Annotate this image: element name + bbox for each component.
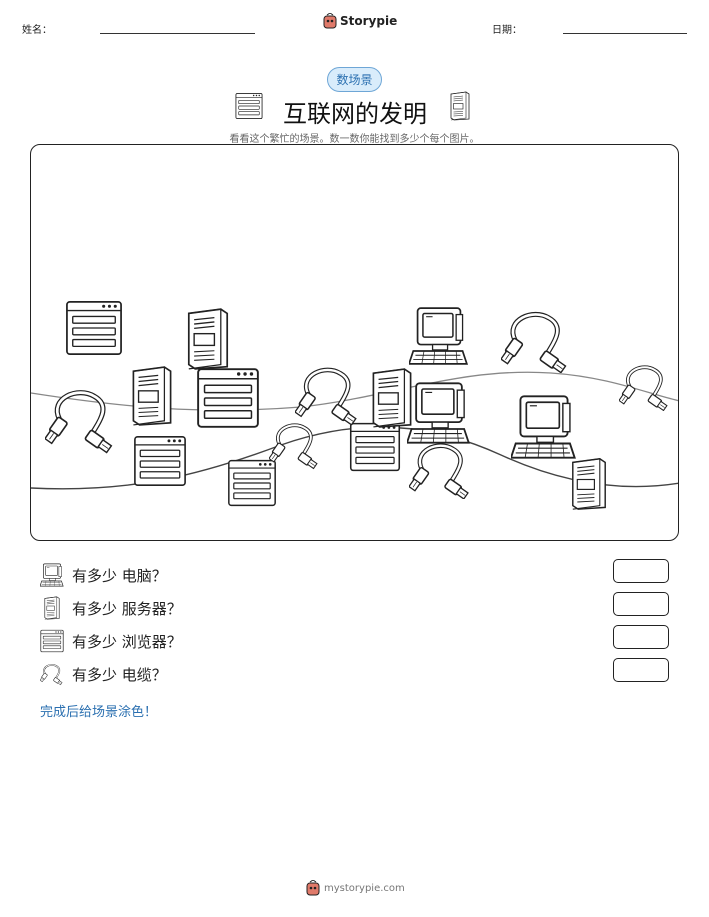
server-icon <box>571 457 607 511</box>
computer-icon <box>511 395 576 459</box>
browser-icon <box>134 435 186 487</box>
computer-icon <box>407 382 470 444</box>
logo-text: Storypie <box>340 14 398 28</box>
answer-box-cables[interactable] <box>613 658 669 682</box>
question-row: 有多少 电脑？ <box>40 562 167 588</box>
server-icon <box>450 91 470 121</box>
cable-icon <box>408 446 469 500</box>
cable-icon <box>44 393 113 454</box>
answer-box-servers[interactable] <box>613 592 669 616</box>
browser-icon <box>40 629 64 653</box>
browser-icon <box>228 459 276 507</box>
date-label: 日期： <box>492 25 522 36</box>
server-icon <box>372 368 412 428</box>
pie-mascot-icon <box>323 13 337 29</box>
answer-box-computers[interactable] <box>613 559 669 583</box>
question-text: 有多少 电缆？ <box>72 665 167 684</box>
computer-icon <box>40 563 64 587</box>
cable-icon <box>619 365 670 411</box>
color-instruction: 完成后给场景涂色！ <box>40 705 158 720</box>
question-row: 有多少 浏览器？ <box>40 628 182 654</box>
question-row: 有多少 服务器？ <box>40 595 182 621</box>
page-subtitle: 看看这个繁忙的场景。数一数你能找到多少个每个图片。 <box>229 134 480 145</box>
footer-url[interactable]: mystorypie.com <box>324 882 405 894</box>
browser-icon <box>66 300 122 356</box>
question-text: 有多少 服务器？ <box>72 599 182 618</box>
name-line[interactable] <box>100 33 255 34</box>
category-badge: 数场景 <box>327 67 382 92</box>
question-text: 有多少 电脑？ <box>72 566 167 585</box>
footer: mystorypie.com <box>306 880 405 896</box>
counting-scene <box>30 144 679 541</box>
computer-icon <box>409 307 468 365</box>
cable-icon <box>294 370 357 426</box>
answer-box-browsers[interactable] <box>613 625 669 649</box>
browser-icon <box>235 92 263 120</box>
page-title: 互联网的发明 <box>283 100 427 128</box>
server-icon <box>187 308 229 370</box>
date-line[interactable] <box>563 33 687 34</box>
server-icon <box>44 596 60 620</box>
name-label: 姓名： <box>22 25 52 36</box>
server-icon <box>132 366 172 426</box>
question-text: 有多少 浏览器？ <box>72 632 182 651</box>
question-row: 有多少 电缆？ <box>40 661 167 687</box>
cable-icon <box>500 314 567 373</box>
cable-icon <box>40 663 64 686</box>
browser-icon <box>197 368 259 428</box>
pie-mascot-icon <box>306 880 320 896</box>
browser-icon <box>349 422 401 472</box>
logo: Storypie <box>323 13 397 29</box>
